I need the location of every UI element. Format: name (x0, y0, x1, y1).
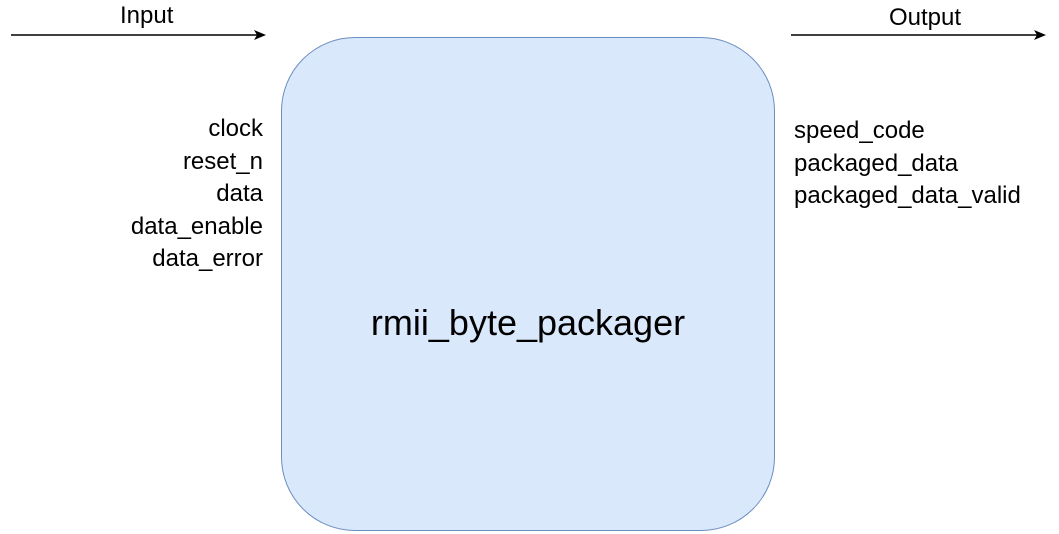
input-port-data-error: data_error (152, 245, 263, 272)
input-arrow (11, 30, 266, 40)
input-port-data-enable: data_enable (130, 212, 263, 240)
input-port-reset-n: reset_n (182, 147, 263, 175)
input-port-clock: clock (208, 115, 263, 142)
output-port-speed-code: speed_code (794, 117, 925, 144)
output-port-list: speed_code packaged_data packaged_data_v… (794, 115, 1021, 213)
input-port-data: data (216, 180, 263, 207)
output-title: Output (889, 4, 962, 31)
output-arrow (791, 30, 1046, 40)
output-port-packaged-data-valid: packaged_data_valid (794, 182, 1021, 209)
input-port-list: clock reset_n data data_enable data_erro… (131, 113, 263, 276)
module-name: rmii_byte_packager (370, 302, 686, 343)
input-title: Input (120, 2, 174, 29)
module-block: rmii_byte_packager (281, 37, 775, 531)
output-port-packaged-data: packaged_data (794, 149, 959, 177)
